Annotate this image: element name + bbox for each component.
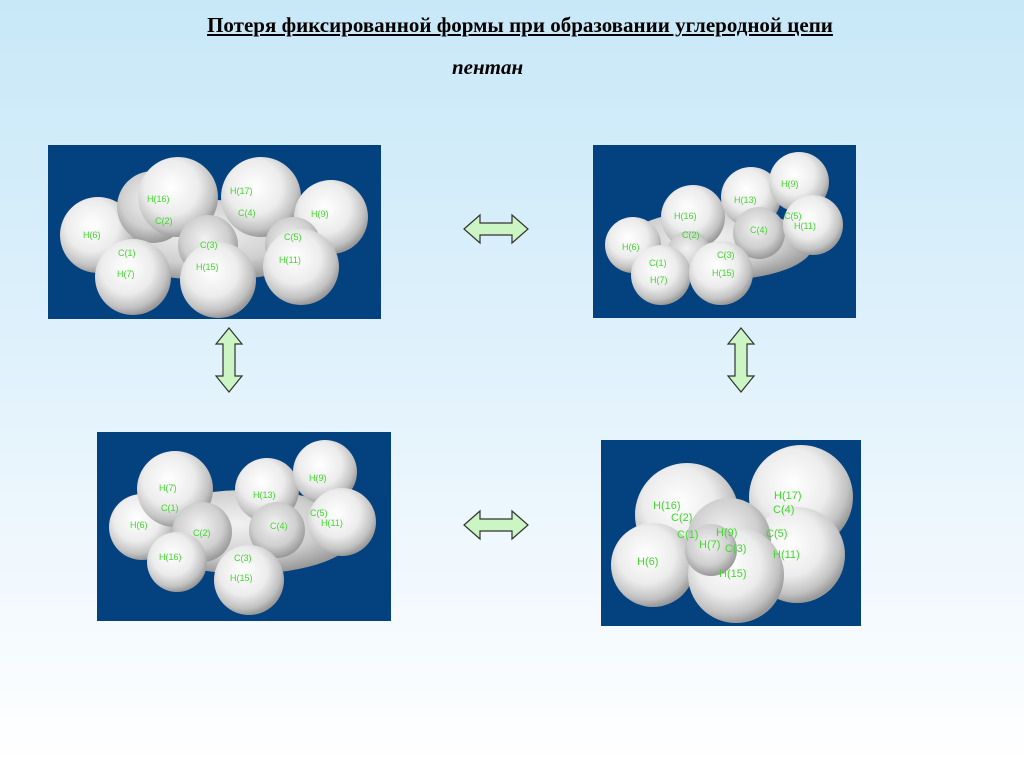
atom-label: H(9) xyxy=(309,473,327,483)
atom-label: C(3) xyxy=(725,543,746,555)
double-arrow-horizontal-icon xyxy=(463,213,529,245)
molecule-panel-bottom-left: H(7) H(9) H(13) C(1) C(5) H(11) H(6) C(2… xyxy=(97,432,391,621)
atom-label: C(1) xyxy=(161,503,179,513)
atom-label: C(1) xyxy=(118,248,136,258)
atom-label: H(7) xyxy=(117,269,135,279)
atom-label: H(9) xyxy=(781,179,799,189)
atom-label: H(7) xyxy=(159,483,177,493)
atom-label: C(3) xyxy=(200,240,218,250)
atom-label: C(4) xyxy=(238,208,256,218)
atom-label: H(15) xyxy=(196,262,219,272)
atom-label: H(9) xyxy=(311,209,329,219)
molecule-panel-top-left: H(16) H(17) H(6) C(2) C(4) H(9) C(1) C(3… xyxy=(48,145,381,319)
atom-label: H(15) xyxy=(712,268,735,278)
atom-label: H(11) xyxy=(321,518,343,528)
atom-label: H(13) xyxy=(734,195,757,205)
atom-label: H(17) xyxy=(774,490,802,502)
atom-label: H(7) xyxy=(699,539,720,551)
atom-label: H(16) xyxy=(674,211,697,221)
atom-label: C(3) xyxy=(234,553,252,563)
atom-label: H(6) xyxy=(622,242,640,252)
double-arrow-horizontal-icon xyxy=(463,509,529,541)
atom-label: C(1) xyxy=(677,529,698,541)
atom-label: H(11) xyxy=(279,255,301,265)
atom-label: C(4) xyxy=(773,504,794,516)
pentane-model-top-left: H(16) H(17) H(6) C(2) C(4) H(9) C(1) C(3… xyxy=(60,157,368,318)
atom-label: H(7) xyxy=(650,275,668,285)
atom-label: C(2) xyxy=(671,512,692,524)
molecule-panel-bottom-right: H(16) H(17) C(2) C(4) C(1) H(9) C(5) H(7… xyxy=(601,440,861,626)
atom-label: H(11) xyxy=(773,549,800,561)
pentane-model-bottom-left: H(7) H(9) H(13) C(1) C(5) H(11) H(6) C(2… xyxy=(109,440,376,615)
double-arrow-vertical-icon xyxy=(214,327,244,393)
atom-label: C(3) xyxy=(717,250,735,260)
atom-label: H(6) xyxy=(130,520,148,530)
atom-label: H(17) xyxy=(230,186,253,196)
atom-label: C(5) xyxy=(284,232,302,242)
atom-label: H(9) xyxy=(716,527,737,539)
atom-label: C(5) xyxy=(784,211,802,221)
atom-label: C(2) xyxy=(155,216,173,226)
atom-label: H(6) xyxy=(83,230,101,240)
double-arrow-vertical-icon xyxy=(726,327,756,393)
slide-title: Потеря фиксированной формы при образован… xyxy=(207,13,833,37)
atom-label: C(1) xyxy=(649,258,667,268)
atom-label: C(4) xyxy=(750,225,768,235)
pentane-model-top-right: H(9) H(13) H(16) C(5) H(11) C(2) C(4) H(… xyxy=(605,152,843,305)
atom-label: C(2) xyxy=(682,230,700,240)
molecule-panel-top-right: H(9) H(13) H(16) C(5) H(11) C(2) C(4) H(… xyxy=(593,145,856,318)
atom-label: H(15) xyxy=(719,568,747,580)
atom-label: H(16) xyxy=(159,552,182,562)
atom-label: H(16) xyxy=(653,500,681,512)
atom-label: C(4) xyxy=(270,521,288,531)
atom-label: C(5) xyxy=(766,528,787,540)
atom-label: H(6) xyxy=(637,556,658,568)
atom-label: H(16) xyxy=(147,194,170,204)
atom-label: H(13) xyxy=(253,490,276,500)
atom-label: C(2) xyxy=(193,528,211,538)
slide-subtitle: пентан xyxy=(452,55,524,79)
atom-label: C(5) xyxy=(310,508,328,518)
atom-label: H(15) xyxy=(230,573,253,583)
atom-label: H(11) xyxy=(794,221,816,231)
pentane-model-bottom-right: H(16) H(17) C(2) C(4) C(1) H(9) C(5) H(7… xyxy=(611,445,853,623)
